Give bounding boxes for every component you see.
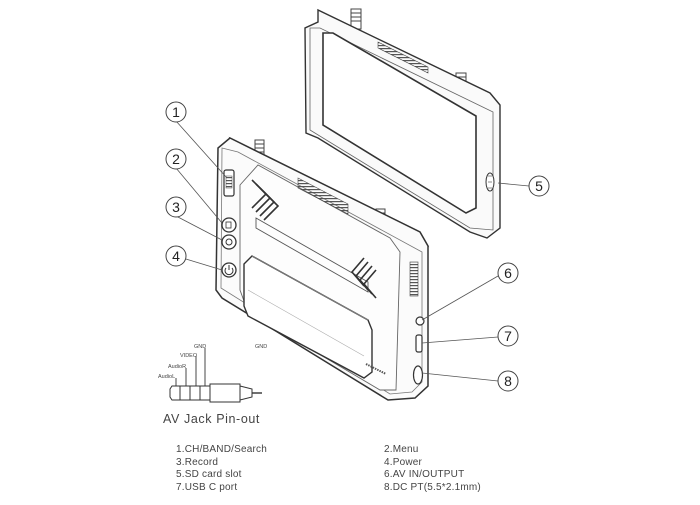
legend-item: 1.CH/BAND/Search <box>176 444 268 455</box>
callout-4: 4 <box>165 245 187 267</box>
svg-text:4: 4 <box>172 248 180 264</box>
svg-text:8: 8 <box>504 373 512 389</box>
legend-item: 7.USB C port <box>176 481 238 493</box>
svg-text:6: 6 <box>504 265 512 281</box>
callout-1: 1 <box>165 101 187 123</box>
power-button <box>221 262 237 278</box>
bottom-vent <box>365 363 387 375</box>
rear-monitor <box>215 136 430 401</box>
callout-3: 3 <box>165 196 187 218</box>
chevron-vent-left <box>251 179 280 221</box>
legend-item: 5.SD card slot <box>176 469 242 480</box>
legend-item: 6.AV IN/OUTPUT <box>384 469 465 480</box>
legend-left-column: 1.CH/BAND/Search 3.Record 5.SD card slot… <box>176 444 267 494</box>
chevron-vent-right <box>350 257 377 299</box>
svg-text:2: 2 <box>172 151 180 167</box>
menu-button <box>221 217 237 233</box>
callout-8: 8 <box>497 370 519 392</box>
legend-item: 4.Power <box>384 456 423 468</box>
ch-band-search-switch <box>223 169 235 197</box>
svg-text:3: 3 <box>172 199 180 215</box>
pin-label-video: VIDEO <box>180 353 198 359</box>
record-button <box>221 234 237 250</box>
svg-text:1: 1 <box>172 104 180 120</box>
pin-label-audiol: AudioL <box>158 374 175 380</box>
av-jack-plug <box>169 348 262 403</box>
dc-port <box>412 365 424 385</box>
legend-item: 2.Menu <box>384 444 419 455</box>
front-monitor <box>304 8 501 239</box>
legend-item: 8.DC PT(5.5*2.1mm) <box>384 481 481 493</box>
side-grille <box>409 261 419 297</box>
av-port <box>415 316 425 326</box>
callout-7: 7 <box>497 325 519 347</box>
legend-item: 3.Record <box>176 456 219 468</box>
usb-c-port <box>415 334 423 353</box>
legend-right-column: 2.Menu 4.Power 6.AV IN/OUTPUT 8.DC PT(5.… <box>384 444 481 494</box>
battery-pack <box>243 255 373 379</box>
callout-6: 6 <box>497 262 519 284</box>
stray-gnd-label: GND <box>255 344 267 350</box>
antenna-front-left <box>350 8 362 30</box>
svg-text:7: 7 <box>504 328 512 344</box>
svg-text:5: 5 <box>535 178 543 194</box>
pin-label-audior: AudioR <box>168 364 186 370</box>
pin-label-gnd: GND <box>194 344 206 350</box>
pinout-title: AV Jack Pin-out <box>163 412 261 426</box>
callout-2: 2 <box>165 148 187 170</box>
callout-5: 5 <box>528 175 550 197</box>
